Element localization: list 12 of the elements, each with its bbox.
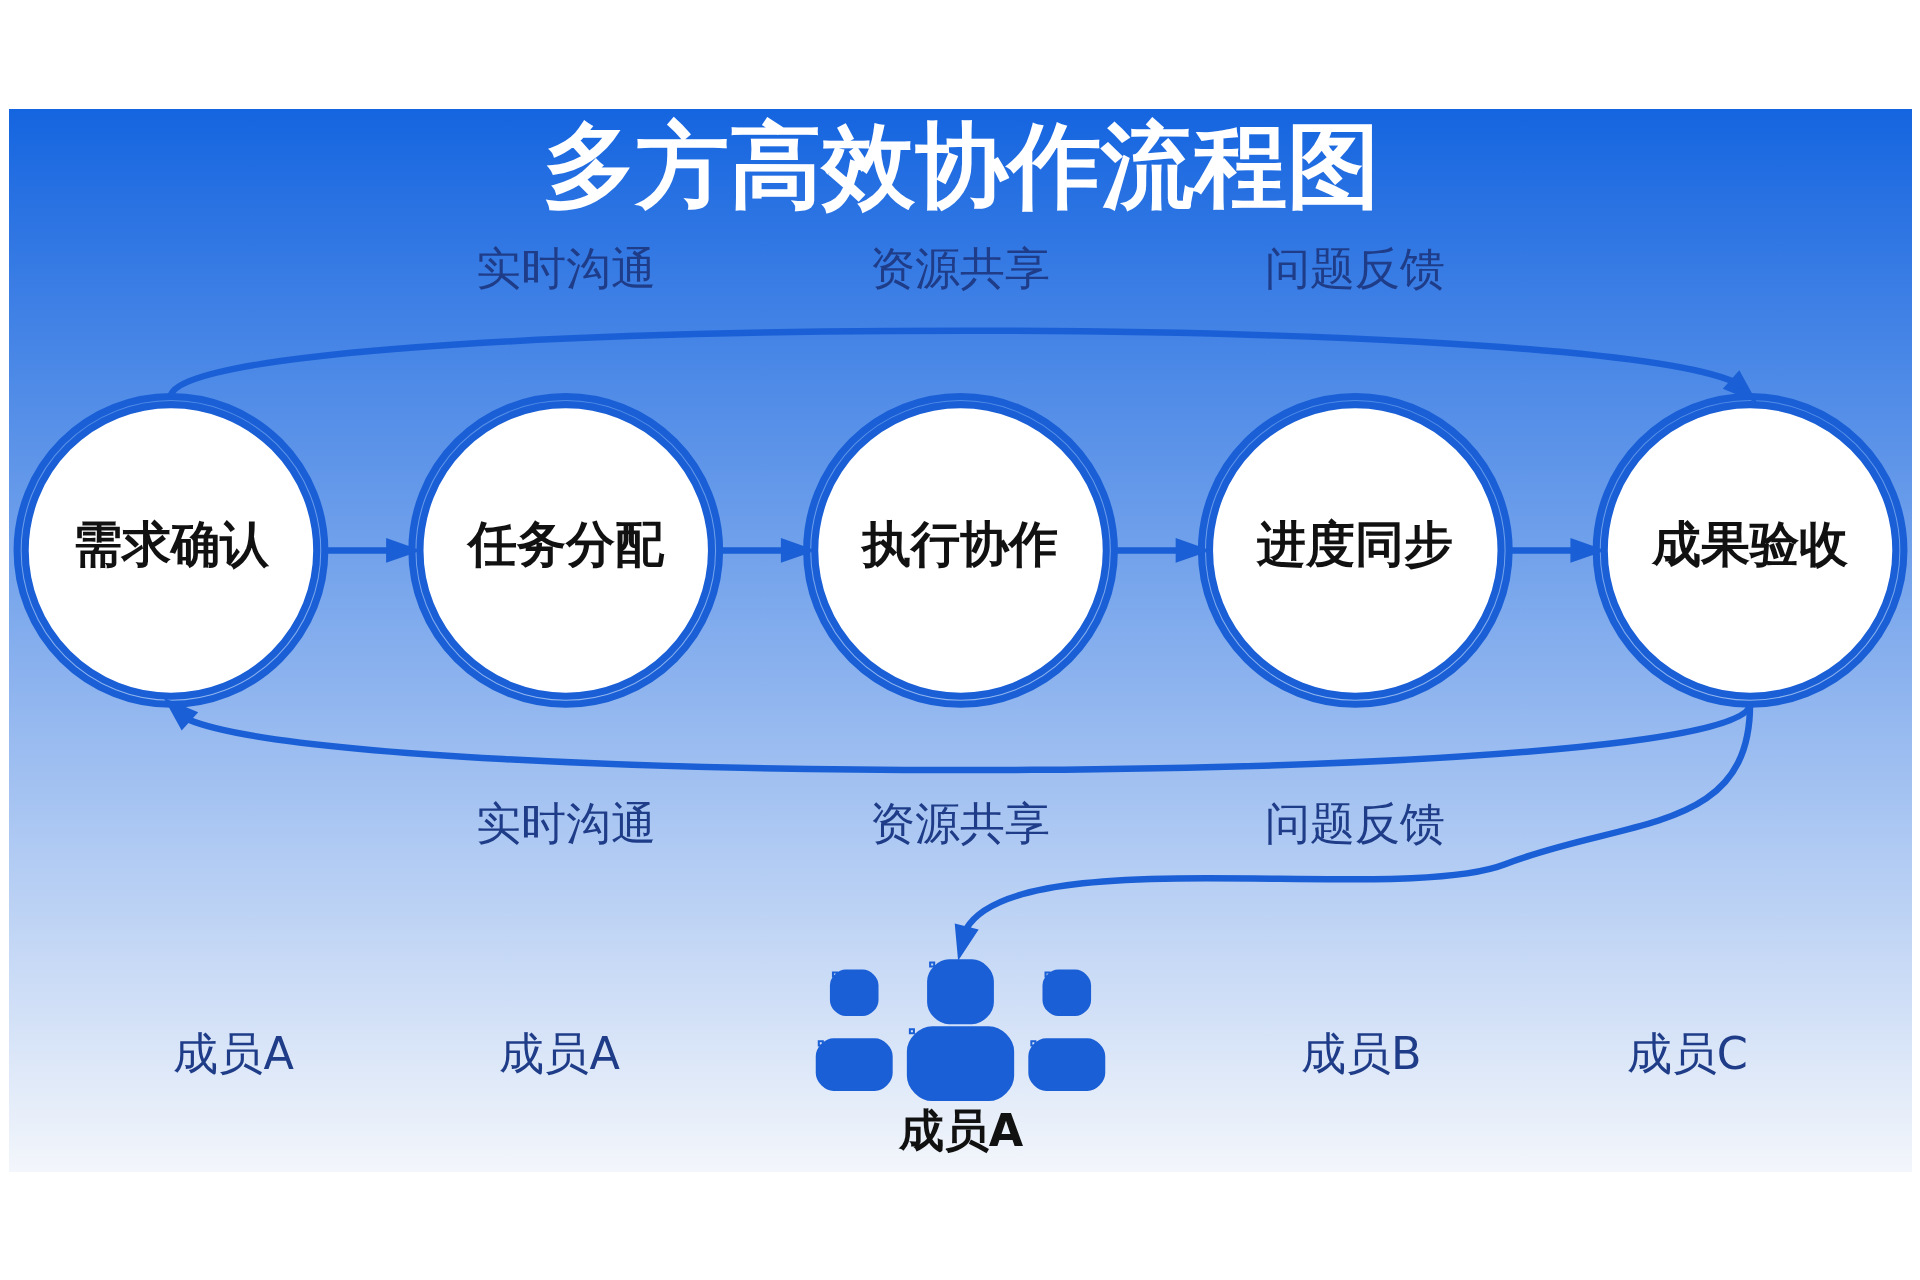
- label: 成员A: [498, 1027, 620, 1080]
- label: 资源共享: [870, 242, 1050, 295]
- node-label: 成员A: [898, 1104, 1023, 1157]
- label: 实时沟通: [475, 797, 656, 850]
- label: 成员B: [1300, 1027, 1422, 1080]
- label: 成员A: [172, 1027, 294, 1080]
- label: 资源共享: [870, 797, 1050, 850]
- label: 问题反馈: [1264, 797, 1445, 850]
- label: 成员C: [1626, 1027, 1748, 1080]
- diagram-title: 多方高效协作流程图: [542, 111, 1380, 220]
- label: 问题反馈: [1264, 242, 1445, 295]
- label: 实时沟通: [475, 242, 656, 295]
